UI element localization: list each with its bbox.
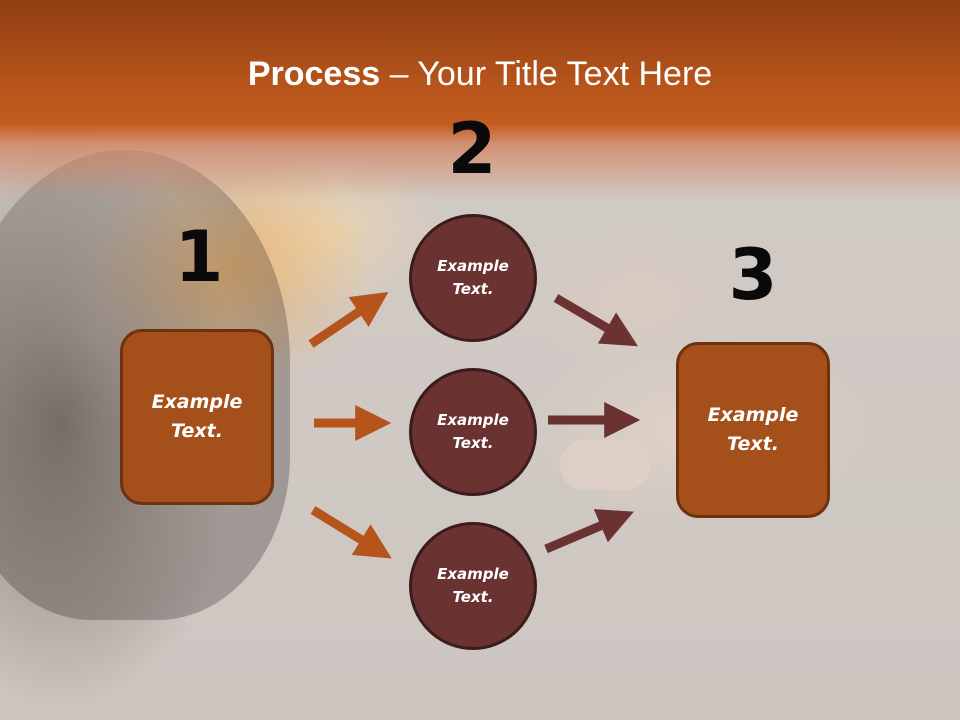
title-banner: [0, 0, 960, 200]
step-3-box: Example Text.: [676, 342, 830, 518]
middle-circle-center-text: Example Text.: [437, 411, 509, 452]
arrow-top-to-3: [553, 294, 638, 347]
step-3-number: 3: [728, 234, 778, 316]
middle-circle-bottom-text: Example Text.: [437, 565, 509, 606]
hand-graphic: [560, 440, 650, 490]
middle-circle-top: Example Text.: [409, 214, 537, 342]
step-3-text: Example Text.: [707, 404, 799, 455]
middle-circle-center: Example Text.: [409, 368, 537, 496]
step-1-box: Example Text.: [120, 329, 274, 505]
slide-title: Process – Your Title Text Here: [0, 52, 960, 96]
middle-circle-bottom: Example Text.: [409, 522, 537, 650]
arrow-1-to-bottom: [310, 506, 392, 559]
middle-circle-top-text: Example Text.: [437, 257, 509, 298]
step-2-number: 2: [447, 108, 497, 190]
step-1-text: Example Text.: [151, 391, 243, 442]
arrow-1-to-top: [308, 291, 389, 348]
arrow-bottom-to-3: [544, 509, 634, 554]
title-rest: – Your Title Text Here: [380, 55, 713, 93]
title-bold: Process: [247, 55, 381, 93]
step-1-number: 1: [174, 216, 224, 298]
